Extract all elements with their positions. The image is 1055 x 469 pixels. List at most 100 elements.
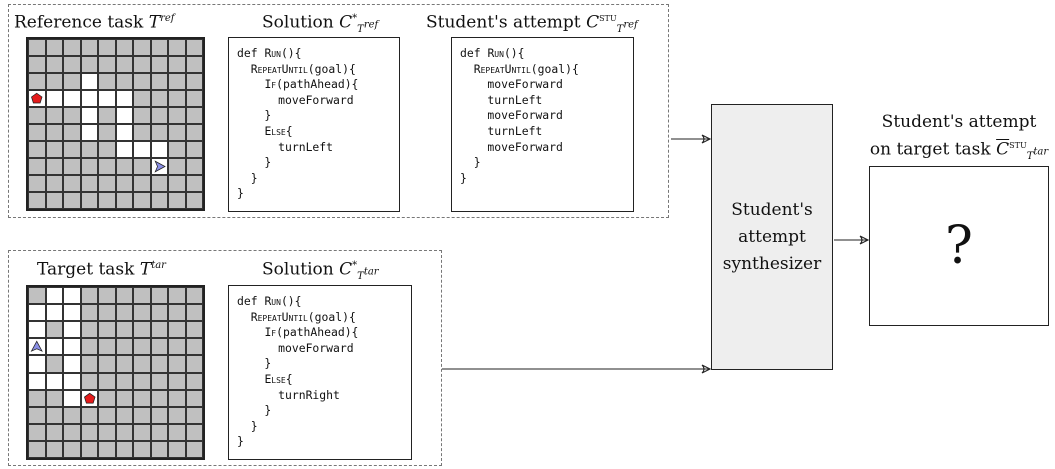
- grid-cell: [150, 406, 168, 424]
- grid-cell: [168, 406, 186, 424]
- code-line: If(pathAhead){: [264, 77, 359, 92]
- code-line: turnLeft: [460, 92, 543, 107]
- grid-cell: [28, 175, 46, 192]
- grid-cell: [115, 406, 133, 424]
- grid-cell: [80, 56, 98, 73]
- grid-cell: [80, 321, 98, 339]
- grid-cell: [80, 389, 98, 407]
- code-line: moveForward: [460, 108, 563, 123]
- grid-cell: [185, 39, 203, 56]
- grid-cell: [168, 355, 186, 373]
- grid-cell: [133, 158, 151, 175]
- reference-solution-title: Solution C*Tref: [262, 12, 379, 36]
- reference-group-box: [8, 4, 669, 218]
- grid-cell: [63, 321, 81, 339]
- grid-cell: [115, 304, 133, 322]
- grid-cell: [98, 440, 116, 458]
- grid-cell: [98, 141, 116, 158]
- grid-cell: [115, 56, 133, 73]
- grid-cell: [28, 389, 46, 407]
- grid-cell: [98, 56, 116, 73]
- grid-cell: [80, 372, 98, 390]
- grid-cell: [45, 39, 63, 56]
- grid-cell: [63, 39, 81, 56]
- grid-cell: [133, 124, 151, 141]
- grid-cell: [45, 90, 63, 107]
- reference-solution-code-box: def Run(){ RepeatUntil(goal){ If(pathAhe…: [228, 37, 400, 212]
- grid-cell: [63, 287, 81, 305]
- code-line: RepeatUntil(goal){: [250, 309, 356, 324]
- grid-cell: [45, 287, 63, 305]
- grid-cell: [168, 175, 186, 192]
- grid-cell: [45, 158, 63, 175]
- grid-cell: [98, 158, 116, 175]
- grid-cell: [133, 338, 151, 356]
- grid-cell: [80, 90, 98, 107]
- grid-cell: [80, 304, 98, 322]
- grid-cell: [150, 423, 168, 441]
- grid-cell: [80, 423, 98, 441]
- grid-cell: [63, 158, 81, 175]
- target-solution-title: Solution C*Ttar: [262, 259, 379, 283]
- grid-cell: [80, 107, 98, 124]
- grid-cell: [63, 389, 81, 407]
- grid-cell: [185, 406, 203, 424]
- grid-cell: [133, 389, 151, 407]
- grid-cell: [98, 124, 116, 141]
- grid-cell: [150, 56, 168, 73]
- grid-cell: [150, 90, 168, 107]
- grid-cell: [168, 124, 186, 141]
- grid-cell: [28, 107, 46, 124]
- grid-cell: [98, 389, 116, 407]
- grid-cell: [115, 423, 133, 441]
- synthesizer-label-line: attempt: [738, 226, 806, 247]
- grid-cell: [98, 107, 116, 124]
- code-line: moveForward: [237, 92, 354, 107]
- grid-cell: [133, 141, 151, 158]
- code-line: }: [237, 356, 272, 371]
- code-line: }: [237, 186, 244, 201]
- grid-cell: [98, 192, 116, 209]
- grid-cell: [150, 304, 168, 322]
- grid-cell: [80, 158, 98, 175]
- grid-cell: [185, 192, 203, 209]
- grid-cell: [150, 372, 168, 390]
- grid-cell: [80, 406, 98, 424]
- grid-cell: [133, 107, 151, 124]
- grid-cell: [168, 423, 186, 441]
- reference-attempt-code: def Run(){ RepeatUntil(goal){ moveForwar…: [460, 46, 579, 186]
- grid-cell: [150, 287, 168, 305]
- grid-cell: [133, 321, 151, 339]
- synthesizer-label-line: synthesizer: [722, 253, 822, 274]
- grid-cell: [98, 406, 116, 424]
- grid-cell: [168, 389, 186, 407]
- grid-cell: [63, 141, 81, 158]
- grid-cell: [63, 107, 81, 124]
- grid-cell: [80, 73, 98, 90]
- grid-cell: [45, 304, 63, 322]
- grid-cell: [80, 124, 98, 141]
- grid-cell: [115, 158, 133, 175]
- grid-cell: [168, 141, 186, 158]
- grid-cell: [63, 440, 81, 458]
- grid-cell: [150, 355, 168, 373]
- grid-cell: [115, 355, 133, 373]
- grid-cell: [168, 372, 186, 390]
- grid-cell: [63, 124, 81, 141]
- grid-cell: [98, 423, 116, 441]
- attempt-synthesizer-box: Student's attempt synthesizer: [711, 104, 833, 370]
- grid-cell: [133, 355, 151, 373]
- grid-cell: [45, 141, 63, 158]
- grid-cell: [28, 73, 46, 90]
- grid-cell: [115, 175, 133, 192]
- grid-cell: [45, 321, 63, 339]
- grid-cell: [115, 124, 133, 141]
- grid-cell: [98, 90, 116, 107]
- grid-cell: [168, 39, 186, 56]
- grid-cell: [45, 372, 63, 390]
- grid-cell: [115, 338, 133, 356]
- grid-cell: [185, 175, 203, 192]
- grid-cell: [185, 158, 203, 175]
- grid-cell: [185, 372, 203, 390]
